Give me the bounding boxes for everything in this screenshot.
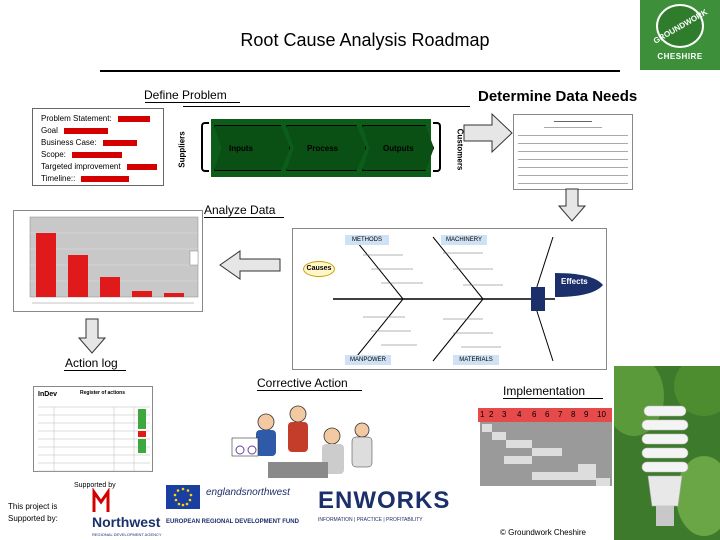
gantt-col: 8 bbox=[571, 410, 576, 419]
arrow-down-icon bbox=[78, 318, 106, 354]
redacted-bar bbox=[81, 176, 130, 182]
gantt-col: 2 bbox=[489, 410, 494, 419]
machinery-category: MACHINERY bbox=[441, 235, 487, 245]
enworks-sub: INFORMATION | PRACTICE | PROFITABILITY bbox=[318, 517, 423, 523]
arrow-right-icon bbox=[463, 112, 513, 154]
gantt-bars bbox=[480, 422, 612, 486]
groundwork-logo: GROUNDWORK CHESHIRE bbox=[640, 0, 720, 70]
methods-category: METHODS bbox=[345, 235, 389, 245]
data-collection-form-image bbox=[513, 114, 633, 190]
gantt-col: 1 bbox=[480, 410, 485, 419]
northwest-sub: REGIONAL DEVELOPMENT AGENCY bbox=[92, 532, 162, 537]
bulb-graphic bbox=[614, 366, 720, 536]
title-underline bbox=[100, 70, 620, 72]
redacted-bar bbox=[63, 128, 108, 134]
define-problem-label: Define Problem bbox=[144, 88, 227, 102]
redacted-bar bbox=[102, 140, 137, 146]
gantt-col: 3 bbox=[502, 410, 507, 419]
action-log-header: Register of actions bbox=[80, 390, 126, 396]
inputs-chevron bbox=[214, 125, 290, 171]
scope-label: Scope: bbox=[41, 150, 66, 159]
goal-label: Goal bbox=[41, 126, 58, 135]
gantt-columns: 1 2 3 4 6 6 7 8 9 10 bbox=[480, 410, 612, 419]
statement-line: Problem Statement: bbox=[41, 113, 163, 125]
gantt-col: 7 bbox=[558, 410, 563, 419]
implementation-underline bbox=[503, 398, 603, 399]
pareto-chart-graphic bbox=[29, 216, 199, 304]
action-log-underline bbox=[64, 370, 126, 371]
statement-label: Problem Statement: bbox=[41, 114, 112, 123]
eu-flag-icon bbox=[166, 485, 200, 509]
business-case-label: Business Case: bbox=[41, 138, 97, 147]
erdf-top-text: englandsnorthwest bbox=[206, 487, 290, 498]
enworks-logo: ENWORKS INFORMATION | PRACTICE | PROFITA… bbox=[318, 487, 449, 529]
right-bracket bbox=[433, 122, 441, 172]
supported-by-label: Supported by bbox=[74, 482, 116, 489]
redacted-bar bbox=[126, 164, 157, 170]
action-log-image: InDev Register of actions bbox=[33, 386, 153, 472]
targeted-improvement-label: Targeted improvement bbox=[41, 162, 121, 171]
eu-stars-icon bbox=[173, 487, 193, 507]
determine-data-underline bbox=[183, 106, 470, 107]
materials-category: MATERIALS bbox=[453, 355, 499, 365]
logo-region: CHESHIRE bbox=[657, 52, 703, 61]
gantt-col: 6 bbox=[545, 410, 550, 419]
action-log-table bbox=[38, 406, 150, 472]
analyze-data-underline bbox=[204, 217, 284, 218]
action-log-label: Action log bbox=[65, 356, 118, 370]
redacted-bar bbox=[117, 116, 150, 122]
problem-statement-box: Problem Statement: Goal Business Case: S… bbox=[32, 108, 164, 186]
fishbone-diagram: METHODS MACHINERY MANPOWER MATERIALS Cau… bbox=[292, 228, 607, 370]
northwest-icon bbox=[92, 488, 110, 512]
implementation-gantt: 1 2 3 4 6 6 7 8 9 10 bbox=[478, 404, 614, 488]
copyright-text: © Groundwork Cheshire bbox=[500, 528, 586, 537]
project-line: This project is bbox=[8, 502, 58, 511]
manpower-category: MANPOWER bbox=[345, 355, 391, 365]
statement-line: Goal bbox=[41, 125, 163, 137]
define-problem-underline bbox=[145, 102, 240, 103]
enworks-name: ENWORKS bbox=[318, 487, 451, 514]
statement-line: Business Case: bbox=[41, 137, 163, 149]
process-label: Process bbox=[307, 144, 339, 153]
northwest-name: Northwest bbox=[92, 514, 161, 530]
gantt-col: 9 bbox=[584, 410, 589, 419]
indev-logo: InDev bbox=[38, 391, 58, 398]
timeline-label: Timeline:: bbox=[41, 174, 76, 183]
causes-label: Causes bbox=[303, 261, 335, 277]
team-meeting-illustration bbox=[231, 405, 373, 478]
erdf-text: EUROPEAN REGIONAL DEVELOPMENT FUND bbox=[166, 519, 299, 525]
pareto-chart-image bbox=[13, 210, 203, 312]
left-bracket bbox=[201, 122, 209, 172]
gantt-col: 4 bbox=[517, 410, 522, 419]
northwest-logo: Northwest REGIONAL DEVELOPMENT AGENCY bbox=[92, 488, 162, 538]
implementation-label: Implementation bbox=[503, 384, 586, 398]
groundwork-badge: GROUNDWORK bbox=[651, 4, 709, 48]
corrective-action-label: Corrective Action bbox=[257, 376, 348, 390]
redacted-bar bbox=[71, 152, 122, 158]
outputs-label: Outputs bbox=[383, 144, 414, 153]
determine-data-needs-label: Determine Data Needs bbox=[478, 88, 638, 105]
statement-line: Timeline:: bbox=[41, 173, 163, 185]
logo-name: GROUNDWORK bbox=[651, 6, 709, 46]
outputs-chevron bbox=[362, 125, 434, 171]
effects-label: Effects bbox=[561, 277, 588, 286]
energy-saving-bulb-image bbox=[614, 366, 720, 540]
fishbone-graphic bbox=[333, 236, 603, 362]
statement-line: Targeted improvement bbox=[41, 161, 163, 173]
gantt-col: 10 bbox=[597, 410, 606, 419]
page-title: Root Cause Analysis Roadmap bbox=[240, 30, 490, 50]
project-line: Supported by: bbox=[8, 514, 58, 523]
analyze-data-label: Analyze Data bbox=[204, 203, 276, 217]
process-chevron bbox=[286, 125, 366, 171]
arrow-down-icon bbox=[558, 188, 586, 222]
arrow-left-icon bbox=[219, 250, 281, 280]
statement-line: Scope: bbox=[41, 149, 163, 161]
erdf-logo: englandsnorthwest EUROPEAN REGIONAL DEVE… bbox=[166, 485, 314, 535]
suppliers-label: Suppliers bbox=[177, 131, 187, 168]
project-supported-text: This project is Supported by: bbox=[8, 501, 58, 525]
gantt-header bbox=[478, 408, 612, 422]
gantt-col: 6 bbox=[532, 410, 537, 419]
corrective-action-underline bbox=[257, 390, 362, 391]
inputs-label: Inputs bbox=[229, 144, 253, 153]
